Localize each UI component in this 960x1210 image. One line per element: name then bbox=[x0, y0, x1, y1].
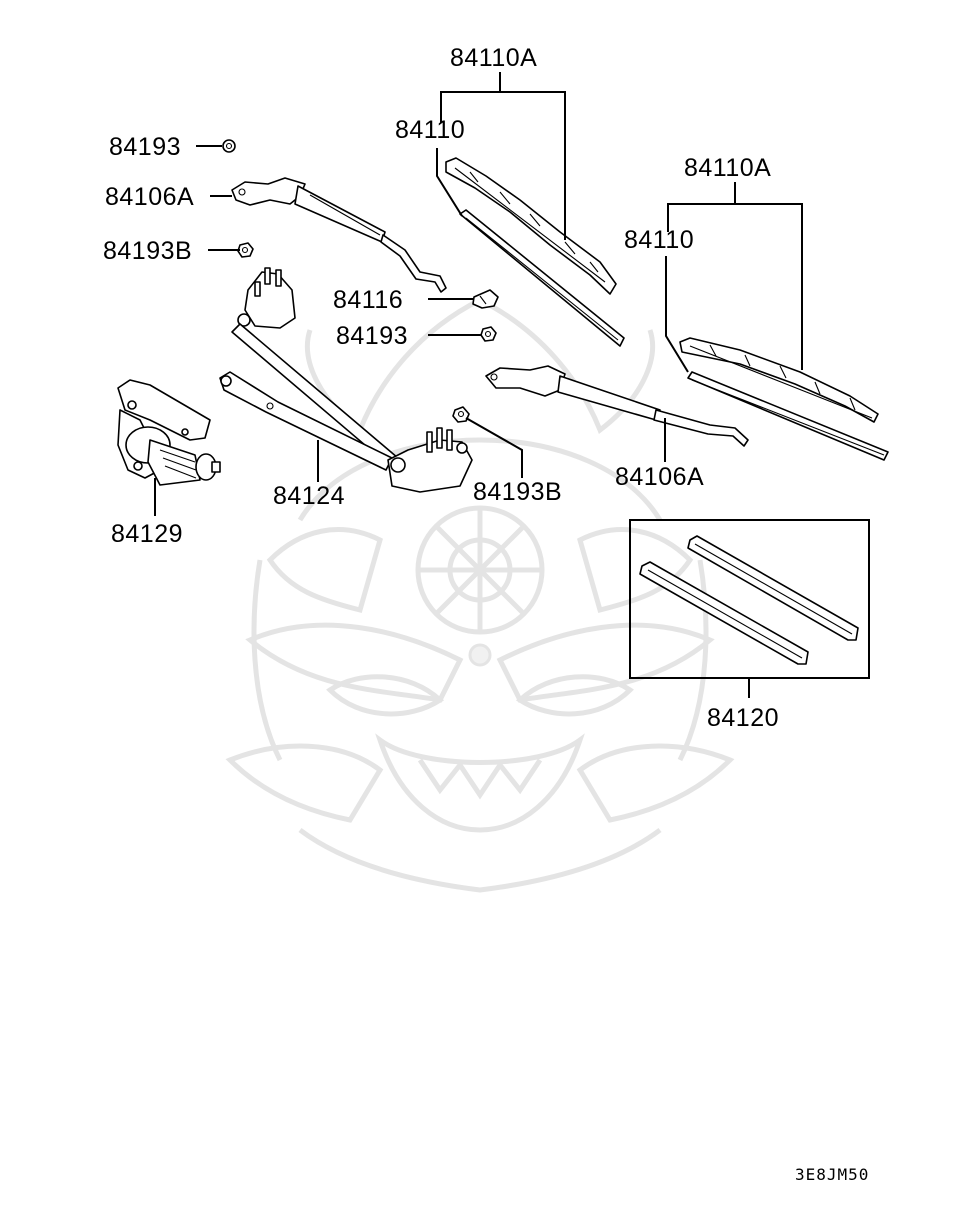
callout-84193-top: 84193 bbox=[109, 133, 181, 161]
wiper-linkage bbox=[219, 267, 473, 493]
callout-84129: 84129 bbox=[111, 520, 183, 548]
callout-84106a-right: 84106A bbox=[615, 463, 704, 491]
wiper-arm-right bbox=[485, 365, 749, 447]
wiper-motor bbox=[117, 379, 221, 486]
leader-lines bbox=[154, 72, 803, 698]
watermark-logo bbox=[225, 297, 735, 893]
callout-84193b-top: 84193B bbox=[103, 237, 192, 265]
callout-84193b-bottom: 84193B bbox=[473, 478, 562, 506]
callout-84120: 84120 bbox=[707, 704, 779, 732]
callout-84124: 84124 bbox=[273, 482, 345, 510]
callout-84110a-left: 84110A bbox=[450, 44, 537, 72]
nut-84193b-top bbox=[237, 242, 254, 258]
callout-84110-left: 84110 bbox=[395, 116, 465, 144]
cap-84116 bbox=[472, 289, 499, 309]
callout-84110a-right: 84110A bbox=[684, 154, 771, 182]
wiper-blade-right bbox=[679, 337, 889, 461]
nut-84193-top bbox=[222, 139, 236, 153]
wiper-blade-left bbox=[445, 157, 625, 347]
callout-84116: 84116 bbox=[333, 286, 403, 314]
callout-84106a-left: 84106A bbox=[105, 183, 194, 211]
diagram-code: 3E8JM50 bbox=[795, 1165, 869, 1184]
callout-84193-mid: 84193 bbox=[336, 322, 408, 350]
nut-84193-mid bbox=[480, 326, 497, 342]
callout-84110-right: 84110 bbox=[624, 226, 694, 254]
nut-84193b-bottom bbox=[452, 406, 470, 423]
refills-box bbox=[629, 519, 870, 679]
wiper-arm-left bbox=[231, 177, 447, 293]
